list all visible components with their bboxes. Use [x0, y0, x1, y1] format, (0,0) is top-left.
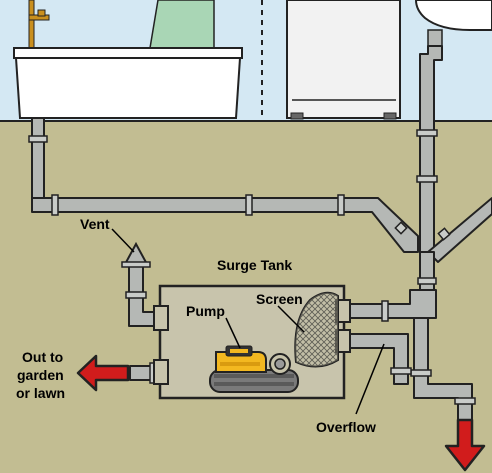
washing-machine [286, 0, 401, 120]
leader-lines [111, 228, 385, 415]
junction-pipe [419, 251, 435, 293]
out-label-line2: garden [17, 367, 64, 383]
out-label-line3: or lawn [16, 385, 65, 401]
bath-drain-pipe [31, 117, 45, 211]
surge-tank [153, 284, 351, 400]
outflow-arrow-left [76, 354, 130, 392]
pump [209, 345, 299, 393]
surge-tank-label: Surge Tank [217, 257, 292, 273]
pump-label: Pump [186, 303, 225, 319]
screen-filter [294, 291, 339, 368]
window-glass [149, 0, 215, 49]
bathtub [13, 47, 243, 119]
pipe-network [31, 45, 492, 421]
out-label-line1: Out to [22, 349, 63, 365]
main-drain-pipe [31, 197, 419, 253]
screen-filter-shade [295, 292, 338, 367]
screen-label: Screen [256, 291, 303, 307]
vent-label: Vent [80, 216, 110, 232]
overflow-label: Overflow [316, 419, 376, 435]
vent-cap [121, 241, 151, 268]
outflow-arrow-down [444, 418, 486, 472]
